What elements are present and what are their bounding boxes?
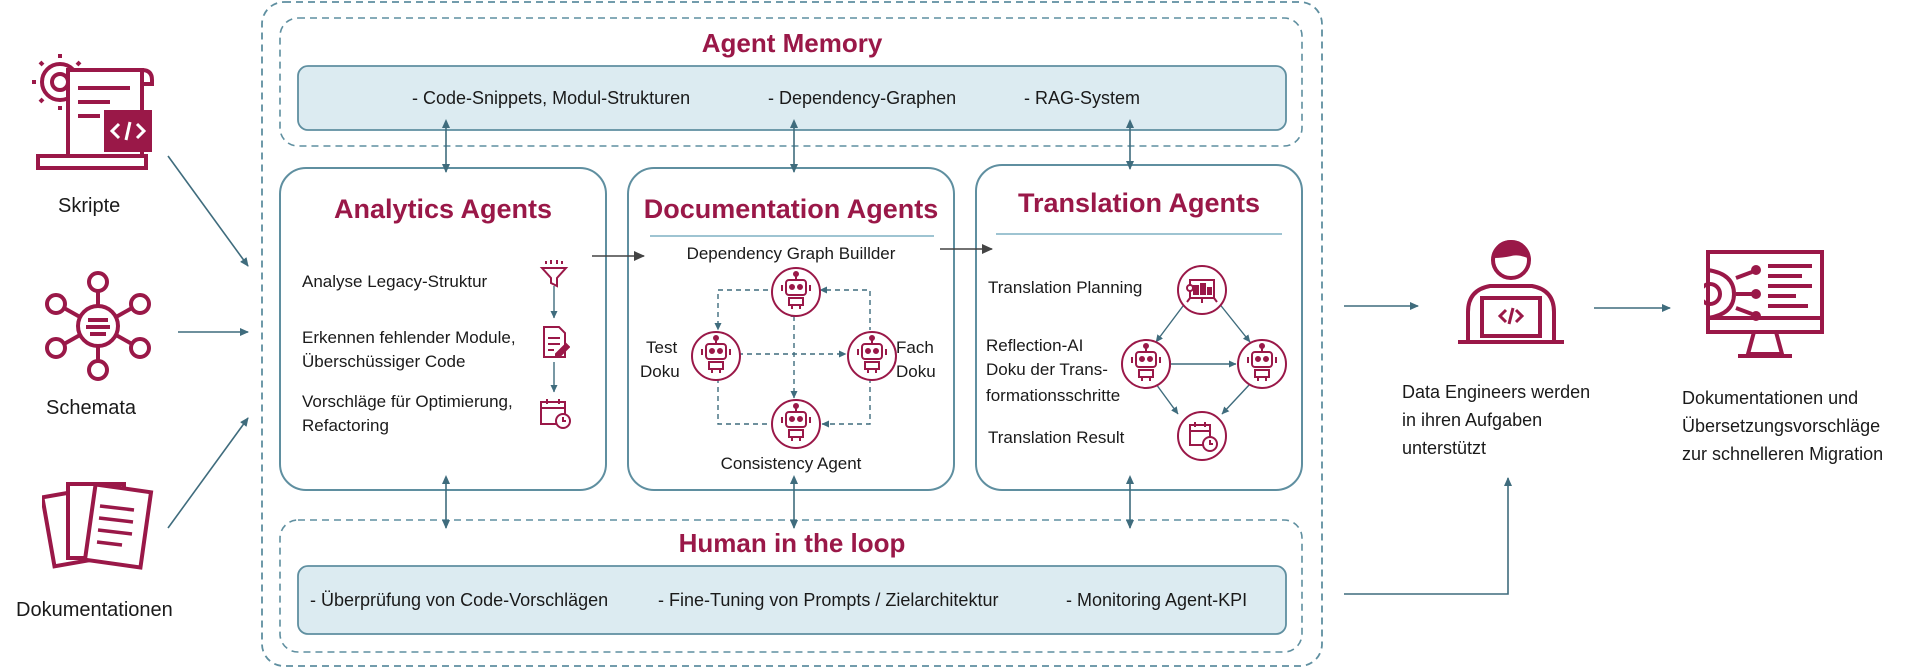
engineers-line-1: Data Engineers werden [1402, 382, 1591, 402]
translation-reflection-line-3: formationsschritte [986, 386, 1121, 405]
result-calendar-icon [1177, 411, 1227, 461]
doc-robot-left-icon [691, 331, 741, 381]
doc-node-right-label-2: Doku [896, 362, 936, 381]
outer-frame [261, 1, 1323, 667]
translation-title: Translation Agents [1017, 188, 1261, 218]
analytics-step-3-line-1: Vorschläge für Optimierung, [302, 392, 513, 411]
doc-robot-right-icon [847, 331, 897, 381]
memory-item-code-snippets: - Code-Snippets, Modul-Strukturen [412, 88, 691, 108]
doc-node-left-label-1: Test [646, 338, 678, 357]
translation-panel [975, 164, 1303, 491]
human-title: Human in the loop [678, 528, 906, 558]
doc-node-right-label-1: Fach [896, 338, 934, 357]
human-item-fine-tuning: - Fine-Tuning von Prompts / Zielarchitek… [658, 590, 999, 610]
input-label-schemata: Schemata [46, 397, 137, 419]
translation-planning-label: Translation Planning [988, 278, 1143, 297]
translation-result-label: Translation Result [988, 428, 1125, 447]
monitor-gear-icon [1704, 250, 1824, 358]
input-label-skripte: Skripte [58, 195, 121, 217]
doc-robot-bottom-icon [771, 399, 821, 449]
planning-board-icon [1177, 265, 1227, 315]
human-item-code-review: - Überprüfung von Code-Vorschlägen [310, 590, 609, 610]
documents-stack-icon [42, 482, 154, 570]
funnel-icon [539, 260, 569, 288]
output-line-3: zur schnelleren Migration [1682, 444, 1884, 464]
engineer-laptop-icon [1458, 239, 1564, 344]
analytics-step-2-line-1: Erkennen fehlender Module, [302, 328, 516, 347]
human-item-monitoring: - Monitoring Agent-KPI [1066, 590, 1248, 610]
analytics-title: Analytics Agents [333, 194, 553, 224]
script-code-gear-icon [32, 54, 154, 170]
doc-node-bottom-label: Consistency Agent [720, 454, 862, 473]
documentation-title: Documentation Agents [643, 194, 939, 224]
memory-frame [279, 17, 1303, 147]
translation-robot-right-icon [1237, 339, 1287, 389]
engineers-line-2: in ihren Aufgaben [1402, 410, 1543, 430]
output-line-2: Übersetzungsvorschläge [1682, 416, 1881, 436]
output-line-1: Dokumentationen und [1682, 388, 1859, 408]
memory-item-dependency-graphen: - Dependency-Graphen [768, 88, 957, 108]
human-panel [297, 565, 1287, 635]
translation-reflection-line-2: Doku der Trans- [986, 360, 1108, 379]
translation-robot-left-icon [1121, 339, 1171, 389]
schema-network-icon [45, 271, 151, 381]
calendar-clock-icon [540, 399, 571, 429]
doc-node-top-label: Dependency Graph Buillder [686, 244, 896, 263]
memory-title: Agent Memory [701, 28, 883, 58]
analytics-step-3-line-2: Refactoring [302, 416, 389, 435]
analytics-step-1: Analyse Legacy-Struktur [302, 272, 488, 291]
input-label-dokumentationen: Dokumentationen [16, 599, 173, 621]
analytics-step-2-line-2: Überschüssiger Code [302, 352, 466, 371]
document-edit-icon [543, 326, 570, 358]
translation-reflection-line-1: Reflection-AI [986, 336, 1084, 355]
doc-node-left-label-2: Doku [640, 362, 680, 381]
engineers-line-3: unterstützt [1402, 438, 1487, 458]
doc-robot-top-icon [771, 267, 821, 317]
memory-item-rag-system: - RAG-System [1024, 88, 1141, 108]
